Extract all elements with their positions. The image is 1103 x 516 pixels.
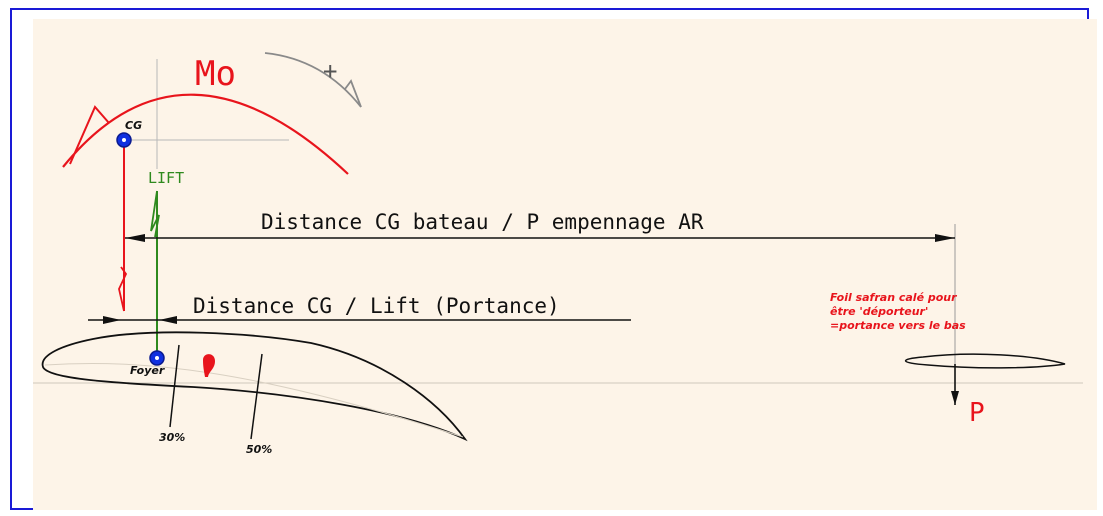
distance-cg-lift-arrow-left <box>103 316 121 324</box>
chord-50-label: 50% <box>246 443 272 456</box>
lift-vector-arrowhead <box>150 190 160 238</box>
distance-cg-p-arrow-right <box>935 234 955 242</box>
chord-30-label: 30% <box>159 431 185 444</box>
chord-50-marker <box>250 353 263 440</box>
foil-note-line-2: être 'déporteur' <box>830 305 928 318</box>
foil-note-line-3: =portance vers le bas <box>830 319 966 332</box>
distance-cg-lift-label: Distance CG / Lift (Portance) <box>193 294 560 318</box>
rudder-foil-profile <box>904 353 1066 369</box>
p-label: P <box>969 398 985 428</box>
diagram-svg: Mo + CG LIFT Distance CG bateau / P empe… <box>33 52 1083 456</box>
distance-cg-p-arrow-left <box>125 234 145 242</box>
weight-vector-arrowhead <box>118 266 128 312</box>
plus-sign: + <box>323 57 337 85</box>
distance-cg-lift-arrow-right <box>159 316 177 324</box>
moment-arc <box>62 93 349 175</box>
main-foil-camber-line <box>44 363 464 438</box>
chord-30-marker <box>169 344 180 428</box>
cg-point-center <box>122 138 126 142</box>
downforce-vector-arrowhead <box>951 391 959 405</box>
cg-label: CG <box>125 119 142 132</box>
center-of-pressure-marker <box>203 354 215 377</box>
distance-cg-p-label: Distance CG bateau / P empennage AR <box>261 210 704 234</box>
mo-label: Mo <box>195 54 236 94</box>
foyer-point-center <box>155 356 159 360</box>
diagram-canvas: Mo + CG LIFT Distance CG bateau / P empe… <box>33 19 1097 510</box>
positive-direction-arc <box>264 52 362 108</box>
foyer-label: Foyer <box>130 364 165 377</box>
lift-label: LIFT <box>148 169 184 187</box>
foil-note-line-1: Foil safran calé pour <box>830 291 957 304</box>
moment-arc-hook <box>69 105 110 165</box>
positive-direction-arrowhead <box>344 79 362 108</box>
